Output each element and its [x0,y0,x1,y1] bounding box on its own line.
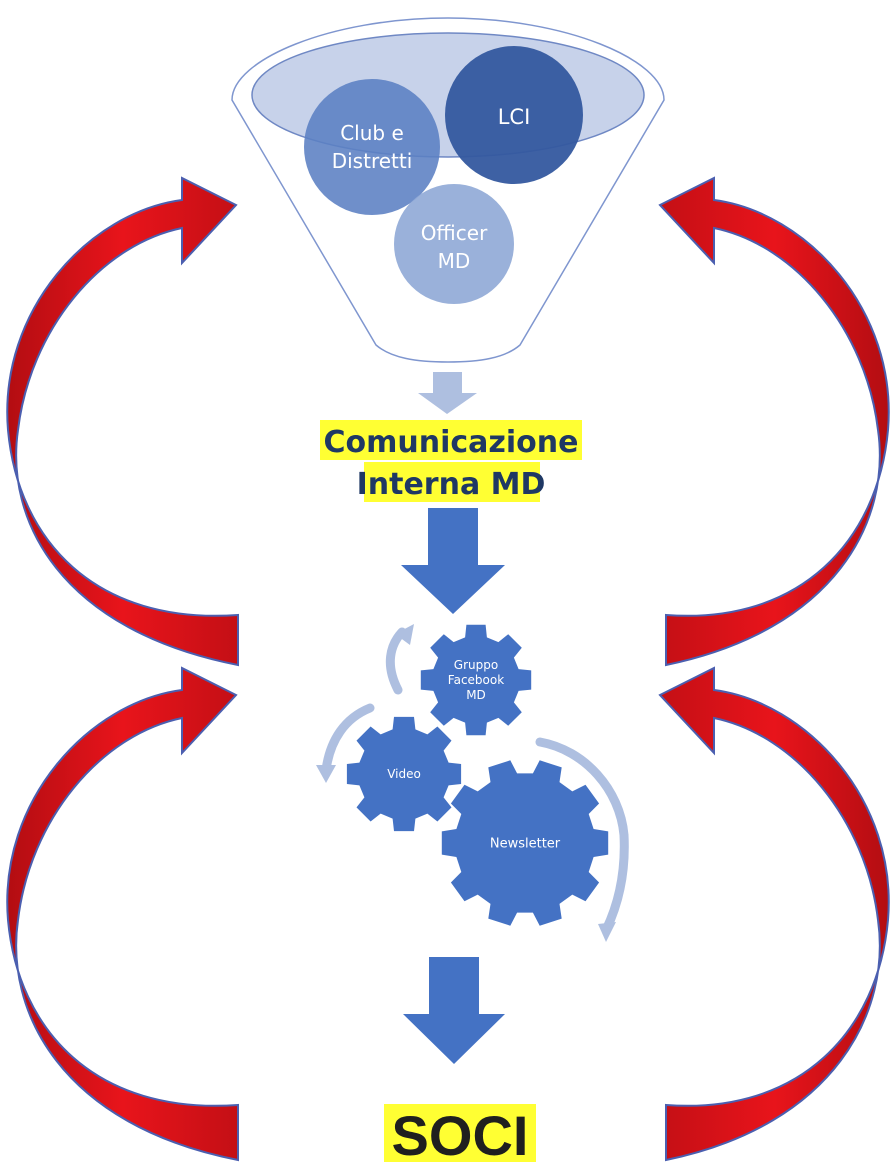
down-arrow-middle [401,508,505,614]
circle-officer-label-line2: MD [438,249,471,273]
circle-club-label-line1: Club e [340,121,404,145]
gear-facebook-label: MD [466,688,486,702]
down-arrow-bottom [403,957,505,1064]
gear-video-label: Video [387,767,421,781]
right-lower-curved-arrow [658,666,890,1162]
left-lower-curved-arrow [6,666,239,1162]
gear-newsletter: Newsletter [441,760,609,926]
gear-facebook-label: Facebook [448,673,504,687]
gear-video: Video [346,716,462,832]
circle-lci: LCI [445,46,583,184]
comunicazione-line2: Interna MD [357,467,546,502]
gear-facebook-label: Gruppo [454,658,498,672]
circle-officer-label-line1: Officer [421,221,488,245]
comunicazione-label: Comunicazione Interna MD [320,420,582,502]
left-upper-curved-arrow [6,176,239,667]
gear-facebook-shape [420,624,532,736]
circle-club-label-line2: Distretti [332,149,413,173]
circle-officer-md: Officer MD [394,184,514,304]
soci-text: SOCI [392,1104,529,1167]
circle-lci-label: LCI [498,105,531,129]
gear-newsletter-label: Newsletter [490,837,561,852]
comunicazione-line1: Comunicazione [324,425,579,460]
circle-club-distretti: Club e Distretti [304,79,440,215]
right-upper-curved-arrow [658,176,890,667]
soci-label: SOCI [384,1104,536,1167]
gear-newsletter-shape [441,760,609,926]
cycle-arrowheads [316,624,616,942]
funnel-output-arrow [418,372,477,414]
gear-video-shape [346,716,462,832]
